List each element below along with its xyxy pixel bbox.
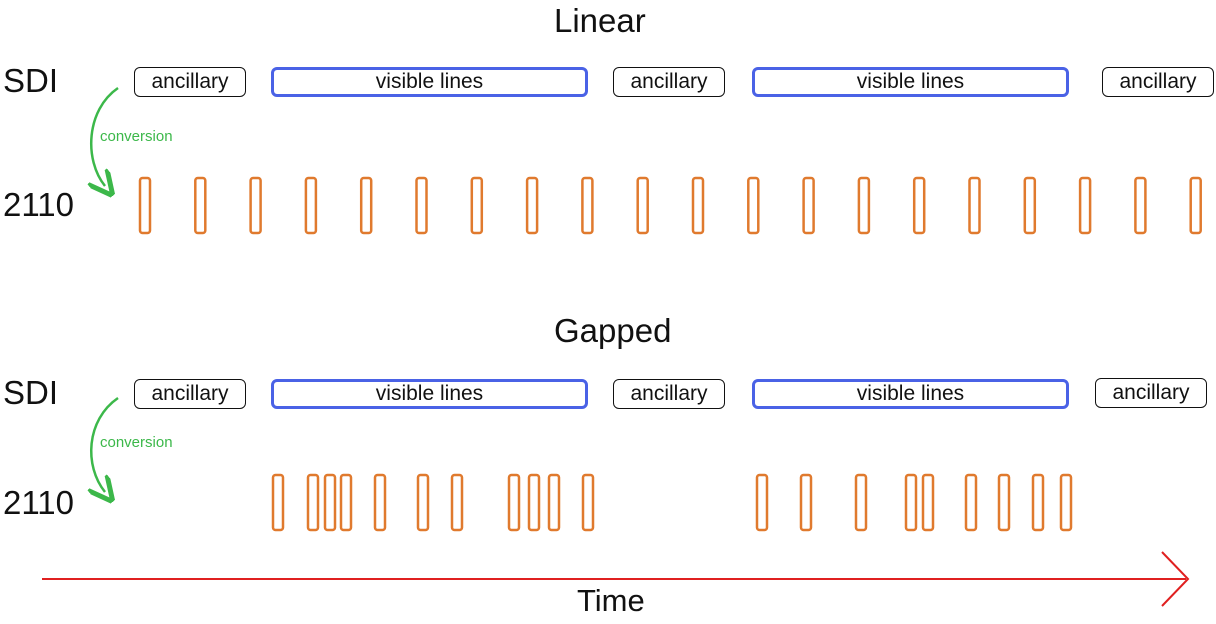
time-axis-arrowhead xyxy=(1161,551,1190,607)
gapped-conversion-arrow xyxy=(91,396,119,492)
linear-2110-label: 2110 xyxy=(3,186,74,223)
gapped-packet-12 xyxy=(755,473,769,532)
linear-packet-18 xyxy=(1078,176,1092,235)
linear-packet-15 xyxy=(912,176,926,235)
gapped-visible-lines-2: visible lines xyxy=(752,379,1069,409)
gapped-ancillary-3: ancillary xyxy=(1095,378,1207,408)
gapped-packet-10 xyxy=(547,473,561,532)
gapped-packet-1 xyxy=(271,473,285,532)
linear-packet-13 xyxy=(802,176,815,235)
linear-ancillary-3: ancillary xyxy=(1102,67,1214,97)
linear-ancillary-2: ancillary xyxy=(613,67,725,97)
linear-packet-2 xyxy=(194,176,207,235)
linear-sdi-label: SDI xyxy=(3,62,59,99)
linear-packet-19 xyxy=(1134,176,1147,235)
gapped-packet-14 xyxy=(854,473,868,532)
linear-packet-row xyxy=(138,176,1202,235)
linear-packet-17 xyxy=(1023,176,1037,235)
gapped-packet-5 xyxy=(373,473,387,532)
gapped-packet-9 xyxy=(527,473,541,532)
linear-packet-7 xyxy=(470,176,484,235)
gapped-packet-20 xyxy=(1059,473,1073,532)
linear-packet-5 xyxy=(359,176,373,235)
gapped-ancillary-1: ancillary xyxy=(134,379,246,409)
gapped-packet-row xyxy=(271,473,1073,532)
gapped-ancillary-2: ancillary xyxy=(613,379,725,409)
linear-packet-8 xyxy=(525,176,539,235)
gapped-packet-4 xyxy=(339,473,353,532)
linear-visible-lines-2: visible lines xyxy=(752,67,1069,97)
gapped-packet-2 xyxy=(306,473,320,532)
linear-ancillary-1: ancillary xyxy=(134,67,246,97)
linear-title: Linear xyxy=(554,2,646,39)
gapped-visible-lines-1: visible lines xyxy=(271,379,588,409)
gapped-packet-3 xyxy=(323,473,337,532)
linear-packet-6 xyxy=(415,176,428,235)
gapped-packet-13 xyxy=(799,473,813,532)
linear-conversion-label: conversion xyxy=(100,128,173,145)
gapped-packet-16 xyxy=(921,473,935,532)
linear-packet-11 xyxy=(691,176,705,235)
time-axis-label: Time xyxy=(577,583,645,618)
gapped-title: Gapped xyxy=(554,312,672,349)
gapped-packet-18 xyxy=(997,473,1011,532)
gapped-packet-19 xyxy=(1031,473,1045,532)
gapped-packet-7 xyxy=(450,473,464,532)
linear-packet-12 xyxy=(747,176,760,235)
linear-visible-lines-1: visible lines xyxy=(271,67,588,97)
gapped-packet-15 xyxy=(904,473,918,532)
linear-packet-20 xyxy=(1189,176,1202,235)
gapped-sdi-label: SDI xyxy=(3,374,59,411)
gapped-conversion-label: conversion xyxy=(100,434,173,451)
linear-packet-1 xyxy=(138,176,152,235)
linear-packet-9 xyxy=(581,176,594,235)
linear-packet-3 xyxy=(249,176,262,235)
gapped-packet-17 xyxy=(964,473,978,532)
linear-packet-10 xyxy=(636,176,649,235)
gapped-2110-label: 2110 xyxy=(3,484,74,521)
linear-packet-16 xyxy=(968,176,981,235)
gapped-packet-8 xyxy=(507,473,521,532)
linear-packet-4 xyxy=(304,176,318,235)
linear-packet-14 xyxy=(857,176,871,235)
gapped-packet-11 xyxy=(581,473,595,532)
linear-conversion-arrow xyxy=(91,86,119,186)
gapped-packet-6 xyxy=(416,473,430,532)
